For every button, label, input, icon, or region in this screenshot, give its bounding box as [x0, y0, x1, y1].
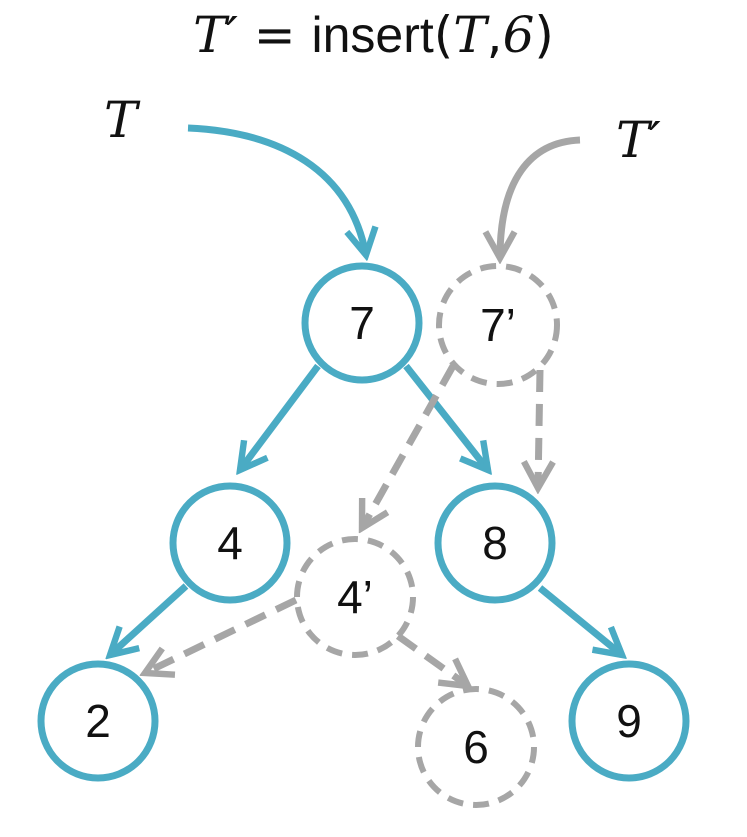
node-4-prime-label: 4’	[337, 571, 373, 623]
label-original-tree: T	[104, 91, 138, 149]
edge-8-to-9	[537, 585, 622, 655]
title-equals: =	[253, 6, 296, 64]
node-4-label: 4	[217, 517, 243, 569]
node-9-label: 9	[616, 695, 642, 747]
label-updated-tree: T′	[616, 111, 661, 169]
node-4-prime: 4’	[294, 536, 416, 658]
node-7-prime-label: 7’	[480, 299, 516, 351]
edge-7prime-to-8	[538, 369, 540, 488]
title-close-paren: )	[534, 6, 554, 64]
node-9: 9	[568, 660, 690, 782]
node-8-label: 8	[482, 517, 508, 569]
node-6-inserted: 6	[415, 686, 537, 808]
node-8: 8	[434, 482, 556, 604]
node-7-prime: 7’	[436, 263, 560, 387]
edge-7prime-to-4prime	[362, 364, 457, 528]
title-lhs: T′	[193, 6, 238, 64]
edge-7-to-4	[240, 363, 321, 470]
pointer-updated-arrow	[500, 136, 581, 258]
title-arg-value: 6	[502, 6, 535, 64]
edge-7-to-8	[403, 363, 488, 470]
pointer-original-arrow	[187, 124, 366, 255]
node-6-label: 6	[463, 721, 489, 773]
title-arg-tree: T	[453, 6, 487, 64]
edge-4-to-2	[110, 583, 189, 655]
node-2: 2	[37, 660, 159, 782]
edge-4prime-to-2	[145, 596, 298, 673]
diagram-title: T′ = insert(T,6)	[0, 4, 747, 66]
node-2-label: 2	[85, 695, 111, 747]
node-7-label: 7	[349, 297, 375, 349]
node-4: 4	[169, 482, 291, 604]
title-function: insert	[311, 7, 434, 63]
title-comma: ,	[486, 6, 503, 64]
title-open-paren: (	[433, 6, 454, 64]
edge-4prime-to-6	[395, 633, 468, 686]
node-7: 7	[301, 262, 423, 384]
